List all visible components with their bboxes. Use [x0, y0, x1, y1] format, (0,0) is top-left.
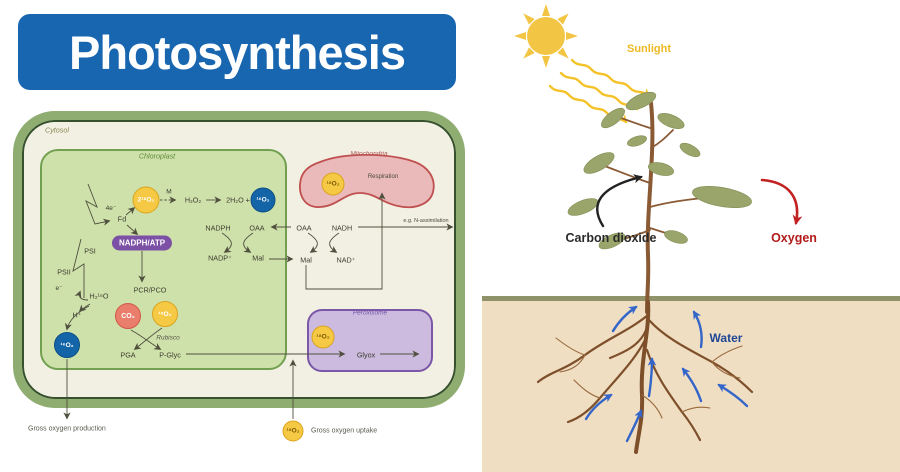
nadph-atp-pill: NADPH/ATP — [111, 235, 173, 251]
fd-label: Fd — [117, 214, 127, 224]
sun-icon — [514, 4, 578, 68]
unlabeled-o2-top-circle: ¹⁶O₂ — [250, 187, 276, 213]
co2-circle: CO₂ — [115, 303, 141, 329]
plant-leaves — [567, 91, 752, 250]
glyox-label: Glyox — [356, 350, 376, 360]
psii-label: PSII — [57, 267, 71, 277]
mehler-label: M — [166, 188, 172, 196]
sunlight-arrows — [548, 58, 650, 124]
water-arrows — [584, 305, 749, 443]
oaa-cytosol-label: OAA — [296, 223, 312, 233]
gross-uptake-label: Gross oxygen uptake — [311, 427, 378, 435]
h2o2-label: H₂O₂ — [184, 195, 202, 205]
mal-chloroplast-label: Mal — [252, 253, 264, 263]
chloroplast-label: Chloroplast — [138, 151, 176, 161]
gross-production-label: Gross oxygen production — [28, 425, 106, 433]
ground-line — [482, 296, 900, 301]
pga-label: PGA — [120, 350, 136, 360]
p-glyc-label: P-Glyc — [159, 350, 181, 360]
peroxisome-label: Peroxisome — [352, 309, 388, 317]
oxygen-label: Oxygen — [771, 231, 817, 245]
mitochondria — [299, 153, 435, 209]
z-scheme-lines — [63, 183, 454, 420]
nadp-label: NADP⁺ — [208, 253, 232, 263]
soil — [482, 301, 900, 472]
oaa-chloroplast-label: OAA — [249, 223, 265, 233]
water-product-label: 2H₂O + — [226, 195, 250, 205]
carbon-dioxide-label: Carbon dioxide — [565, 231, 657, 245]
labeled-o2-x2-circle: 2¹⁸O₂ — [132, 186, 160, 214]
four-electron-label: 4e⁻ — [105, 205, 117, 212]
mal-cytosol-label: Mal — [300, 255, 312, 265]
sunlight-label: Sunlight — [627, 43, 671, 55]
labeled-o2-rubisco-circle: ¹⁸O₂ — [152, 301, 178, 327]
nad-label: NAD⁺ — [336, 255, 356, 265]
unlabeled-o2-bottom-circle: ¹⁶O₂ — [54, 332, 80, 358]
labeled-o2-legend-circle: ¹⁸O₂ — [282, 420, 304, 442]
psi-label: PSI — [84, 246, 96, 256]
oxygen-arrow — [760, 178, 803, 226]
nadph-label: NADPH — [205, 223, 231, 233]
labeled-o2-mito-circle: ¹⁸O₂ — [321, 172, 345, 196]
n-assimilation-label: e.g. N-assimilation — [403, 218, 449, 224]
respiration-label: Respiration — [367, 174, 399, 180]
plant-roots — [536, 300, 754, 454]
labeled-o2-perox-circle: ¹⁸O₂ — [311, 325, 335, 349]
plant-stem — [601, 101, 715, 314]
cytosol-label: Cytosol — [45, 125, 69, 135]
carbon-dioxide-arrow — [596, 174, 643, 228]
rubisco-label: Rubisco — [156, 334, 180, 342]
labeled-water-label: H₂¹⁶O — [89, 291, 109, 301]
pcr-pco-label: PCR/PCO — [133, 285, 167, 295]
nadh-label: NADH — [331, 223, 353, 233]
proton-label: H⁺ — [72, 310, 82, 320]
water-label: Water — [709, 331, 743, 345]
electron-label: e⁻ — [55, 285, 63, 292]
title-banner: Photosynthesis — [18, 14, 456, 90]
mitochondria-label: Mitochondria — [350, 150, 388, 158]
chloroplast — [40, 149, 287, 370]
